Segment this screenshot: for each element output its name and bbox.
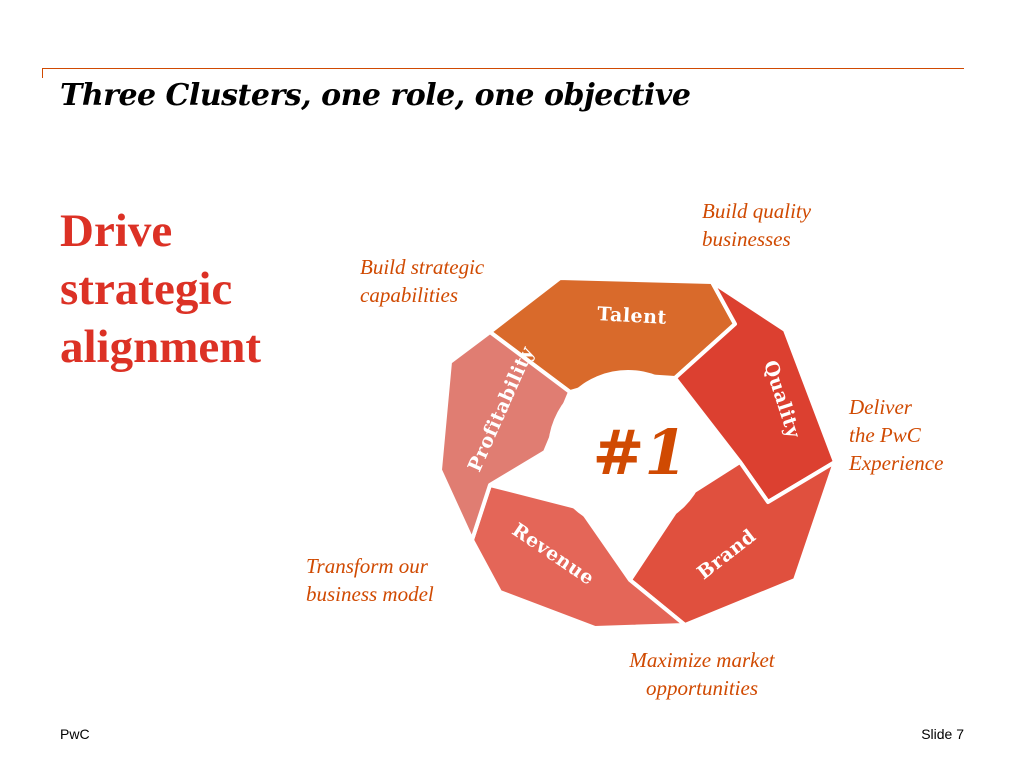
- callout-profitability-line-2: capabilities: [360, 283, 458, 307]
- title-rule-tick: [42, 68, 43, 78]
- callout-talent-line-2: businesses: [702, 227, 791, 251]
- callout-quality-line-1: Deliver: [849, 395, 912, 419]
- center-label: #1: [592, 416, 687, 489]
- callout-quality-line-2: the PwC: [849, 423, 921, 447]
- callout-revenue-line-1: Transform our: [306, 554, 428, 578]
- title-rule: [42, 68, 964, 69]
- slide-number: Slide 7: [921, 726, 964, 742]
- segment-label-talent: Talent: [597, 303, 668, 329]
- footer-brand: PwC: [60, 726, 90, 742]
- headline-line-3: alignment: [60, 321, 262, 373]
- center-hub: [548, 370, 708, 530]
- segment-profitability: [438, 330, 572, 542]
- callout-brand-line-2: opportunities: [645, 676, 758, 700]
- callout-profitability: Build strategic capabilities: [360, 253, 484, 309]
- slide-title: Three Clusters, one role, one objective: [60, 78, 691, 113]
- callout-talent: Build quality businesses: [702, 197, 811, 253]
- callout-talent-line-1: Build quality: [702, 199, 812, 223]
- callout-profitability-line-1: Build strategic: [360, 255, 485, 279]
- callout-quality-line-3: Experience: [849, 451, 944, 475]
- callout-brand-line-1: Maximize market: [629, 648, 775, 672]
- callout-revenue-line-2: business model: [306, 582, 434, 606]
- headline-line-1: Drive: [60, 205, 173, 257]
- callout-brand: Maximize market opportunities: [604, 646, 800, 702]
- headline-line-2: strategic: [60, 263, 233, 315]
- callout-quality: Deliver the PwC Experience: [849, 393, 943, 477]
- headline: Drive strategic alignment: [60, 202, 261, 376]
- callout-revenue: Transform our business model: [306, 552, 434, 608]
